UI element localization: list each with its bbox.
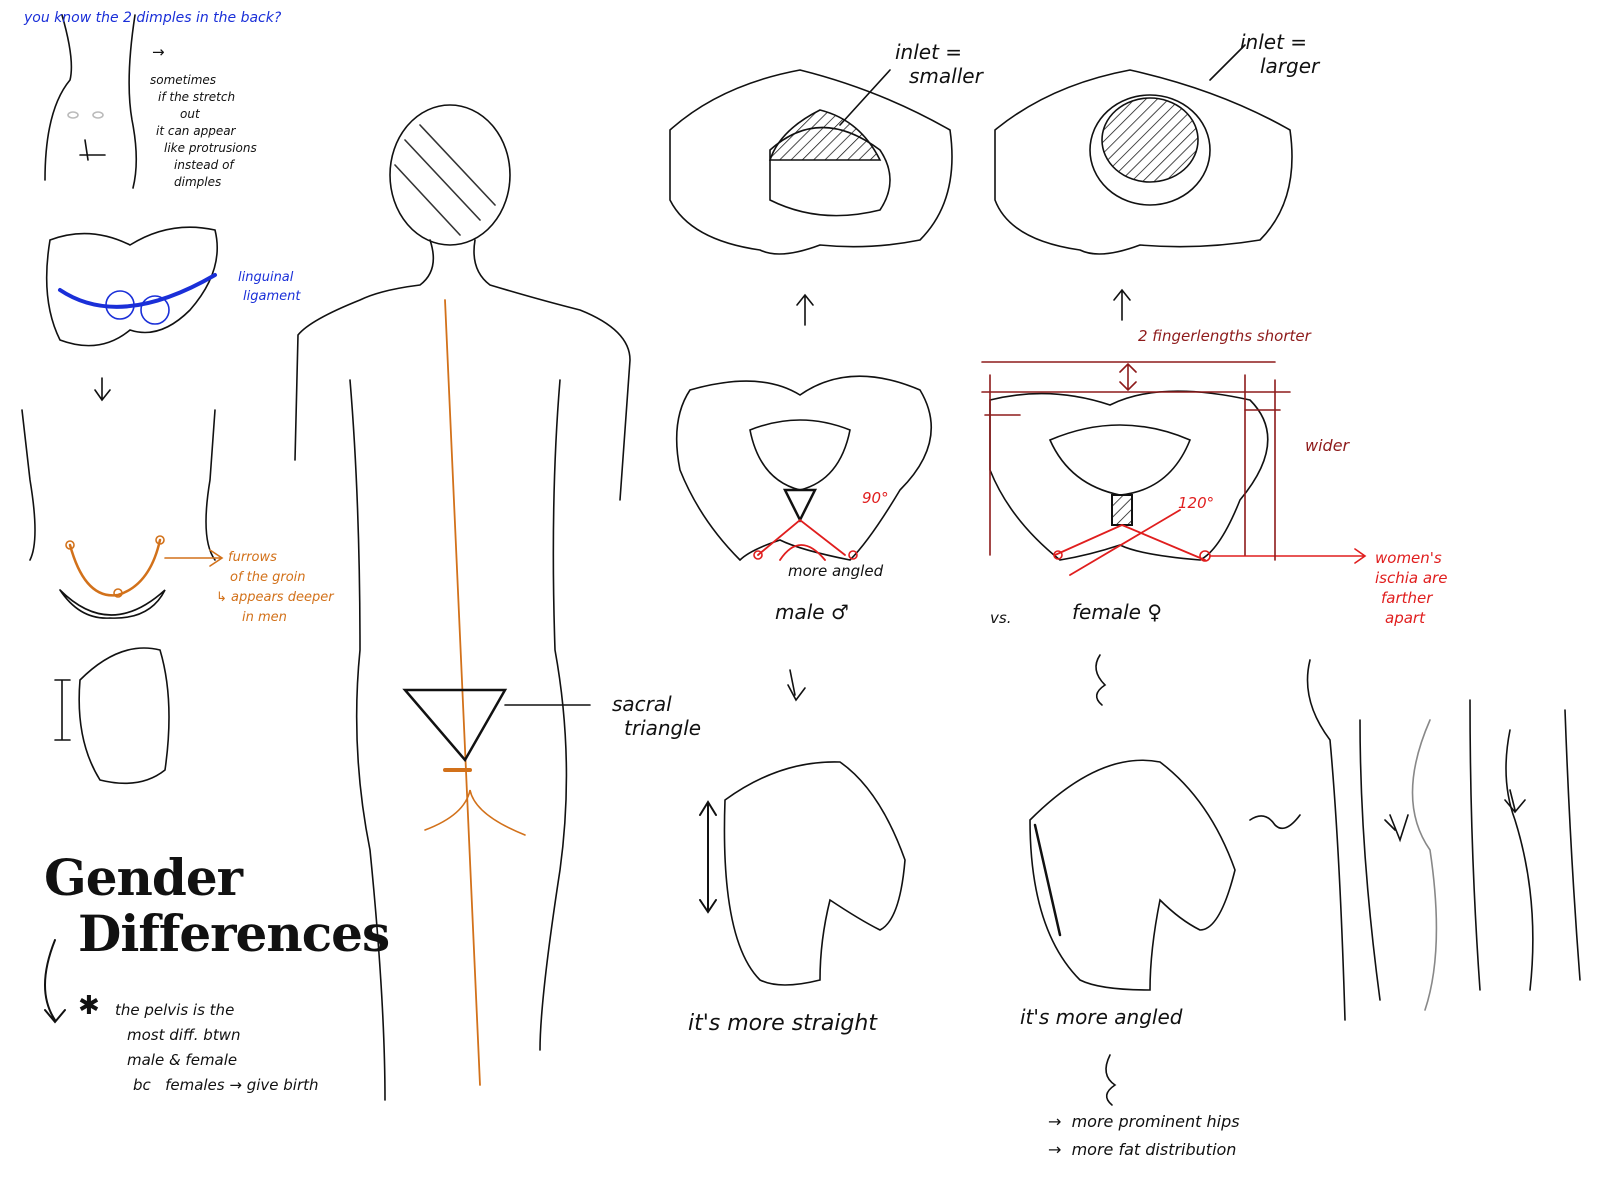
dimples-note: sometimes if the stretch out it can appe… — [150, 73, 257, 189]
asterisk-icon: ✱ — [78, 991, 100, 1021]
more-angled-male-label: more angled — [788, 562, 884, 580]
fingerlengths-label: 2 fingerlengths shorter — [1138, 327, 1311, 345]
male-pelvis-front-sketch — [675, 375, 933, 562]
back-figure-sketch — [294, 104, 631, 1101]
male-label: male ♂ — [775, 600, 849, 624]
hip-profile-sketch — [1306, 659, 1581, 1021]
consequences-list: → more prominent hips→ more fat distribu… — [1048, 1112, 1240, 1159]
female-label: female ♀ — [1072, 600, 1162, 624]
vs-label: vs. — [990, 609, 1012, 627]
title-arrow — [44, 939, 66, 1024]
more-straight-label: it's more straight — [688, 1011, 877, 1036]
front-torso-sketch — [21, 409, 224, 619]
more-angled-label: it's more angled — [1020, 1005, 1183, 1029]
female-pelvis-top-sketch — [994, 44, 1293, 321]
dimples-question: you know the 2 dimples in the back? — [24, 10, 282, 26]
female-pelvis-front-sketch — [981, 361, 1367, 576]
female-pelvis-side-sketch — [1029, 654, 1301, 1106]
male-figure-icon: ♂ — [830, 600, 849, 624]
angle-120-label: 120° — [1178, 494, 1215, 512]
pelvis-side-sketch — [54, 647, 170, 785]
wider-label: wider — [1305, 436, 1350, 455]
inlet-smaller-label: inlet =smaller — [895, 40, 983, 88]
male-pelvis-side-sketch — [699, 669, 906, 986]
lower-back-sketch — [44, 14, 138, 189]
inlet-larger-label: inlet =larger — [1240, 30, 1320, 78]
pelvis-ligament-sketch — [45, 226, 218, 402]
male-pelvis-top-sketch — [669, 69, 953, 326]
angle-90-label: 90° — [862, 489, 889, 507]
note-arrow: → — [152, 43, 165, 61]
female-figure-icon: ♀ — [1147, 600, 1162, 624]
